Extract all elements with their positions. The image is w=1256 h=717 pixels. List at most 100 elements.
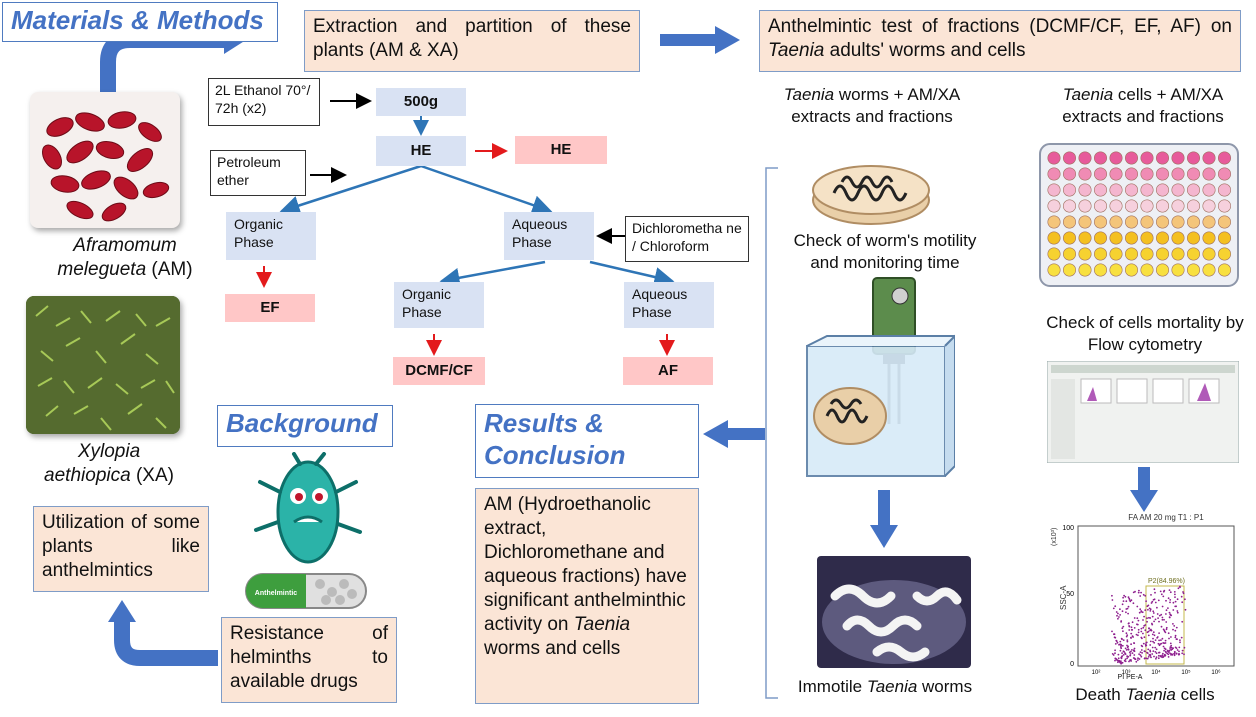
leaves-icon — [26, 296, 180, 434]
event-dot — [1179, 639, 1181, 641]
he-output: HE — [515, 136, 607, 164]
event-dot — [1140, 630, 1143, 633]
event-dot — [1180, 636, 1183, 639]
event-dot — [1152, 650, 1155, 652]
well — [1156, 215, 1170, 229]
event-dot — [1174, 634, 1177, 637]
well — [1140, 151, 1154, 165]
event-dot — [1162, 645, 1165, 648]
organic-phase-1: Organic Phase — [226, 212, 316, 260]
well — [1218, 151, 1232, 165]
event-dot — [1140, 591, 1142, 594]
event-dot — [1153, 641, 1156, 644]
well-plate-icon — [1039, 143, 1239, 287]
plot-ytick: 100 — [1062, 525, 1074, 532]
event-dot — [1126, 640, 1129, 643]
well — [1078, 215, 1092, 229]
event-dot — [1125, 649, 1128, 651]
event-dot — [1120, 662, 1122, 665]
event-dot — [1155, 652, 1158, 655]
materials-methods-heading: Materials & Methods — [2, 2, 278, 42]
event-dot — [1145, 657, 1148, 660]
event-dot — [1143, 615, 1145, 618]
well — [1047, 151, 1061, 165]
well — [1187, 183, 1201, 197]
event-dot — [1148, 616, 1150, 619]
extraction-box: Extraction and partition of these plants… — [304, 10, 640, 72]
event-dot — [1176, 610, 1179, 612]
well — [1093, 183, 1107, 197]
event-dot — [1153, 598, 1156, 601]
event-dot — [1183, 653, 1185, 656]
event-dot — [1116, 614, 1118, 617]
event-dot — [1113, 633, 1115, 636]
event-dot — [1137, 631, 1140, 634]
event-dot — [1161, 616, 1164, 619]
event-dot — [1117, 661, 1119, 664]
dichloromethane-box: Dichlorometha ne / Chloroform — [625, 216, 749, 262]
anthelmintic-test-box: Anthelmintic test of fractions (DCMF/CF,… — [759, 10, 1241, 72]
plot-ytick: 0 — [1070, 661, 1074, 668]
immotile-worms-photo — [817, 556, 971, 668]
event-dot — [1119, 649, 1122, 652]
event-dot — [1172, 601, 1175, 604]
arrow-down-worms — [870, 490, 898, 548]
event-dot — [1173, 650, 1176, 653]
event-dot — [1152, 631, 1155, 634]
event-dot — [1160, 639, 1162, 641]
well — [1125, 231, 1139, 245]
event-dot — [1138, 589, 1140, 592]
event-dot — [1114, 657, 1117, 660]
event-dot — [1138, 611, 1141, 614]
event-dot — [1164, 642, 1167, 644]
well — [1187, 199, 1201, 213]
well — [1140, 167, 1154, 181]
event-dot — [1173, 591, 1176, 593]
event-dot — [1130, 643, 1132, 646]
event-dot — [1176, 598, 1179, 601]
event-dot — [1172, 609, 1175, 611]
event-dot — [1157, 657, 1160, 660]
background-heading: Background — [217, 405, 393, 447]
event-dot — [1119, 614, 1121, 616]
well — [1218, 263, 1232, 277]
event-dot — [1162, 595, 1165, 598]
event-dot — [1152, 610, 1155, 613]
event-dot — [1173, 654, 1176, 657]
event-dot — [1147, 656, 1150, 658]
event-dot — [1160, 593, 1163, 596]
event-dot — [1127, 655, 1130, 658]
event-dot — [1182, 592, 1185, 595]
event-dot — [1153, 634, 1156, 637]
event-dot — [1154, 639, 1157, 641]
well — [1093, 247, 1107, 261]
event-dot — [1136, 617, 1139, 620]
event-dot — [1115, 639, 1118, 642]
event-dot — [1152, 640, 1154, 643]
event-dot — [1130, 599, 1133, 602]
arrow-down-cells — [1130, 467, 1158, 512]
event-dot — [1134, 658, 1137, 661]
event-dot — [1164, 631, 1167, 634]
event-dot — [1126, 644, 1128, 647]
event-dot — [1158, 651, 1160, 654]
event-dot — [1111, 599, 1114, 601]
event-dot — [1170, 614, 1173, 617]
seed-pods-icon — [42, 111, 170, 222]
event-dot — [1173, 653, 1175, 655]
event-dot — [1174, 629, 1177, 632]
event-dot — [1127, 612, 1129, 615]
event-dot — [1145, 642, 1148, 644]
xylopia-photo — [26, 296, 180, 434]
well — [1140, 183, 1154, 197]
well — [1109, 151, 1123, 165]
well — [1078, 167, 1092, 181]
well — [1140, 231, 1154, 245]
event-dot — [1117, 617, 1119, 620]
event-dot — [1119, 646, 1122, 648]
event-dot — [1154, 618, 1157, 621]
event-dot — [1125, 611, 1127, 614]
plot-ylabel: SSC-A — [1059, 585, 1068, 610]
event-dot — [1149, 610, 1152, 612]
